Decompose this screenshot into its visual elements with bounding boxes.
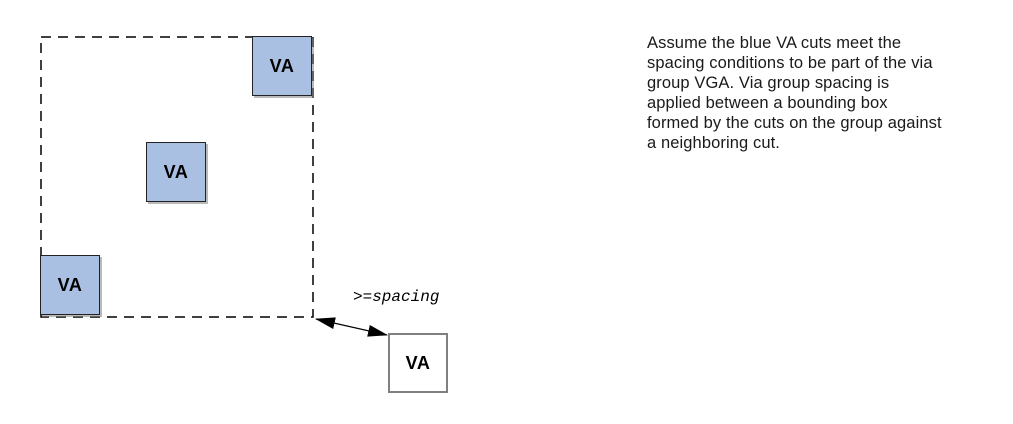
description-line: Assume the blue VA cuts meet the	[647, 34, 902, 52]
group-cut-label: VA	[163, 161, 189, 182]
group-cut-label: VA	[57, 274, 83, 295]
description-line: applied between a bounding box	[647, 94, 888, 112]
description-line: a neighboring cut.	[647, 134, 780, 152]
neighbor-cut-label: VA	[405, 352, 431, 373]
group-cut-bottom-left: VA	[40, 255, 100, 315]
description-line: group VGA. Via group spacing is	[647, 74, 890, 92]
spacing-arrow	[315, 317, 388, 337]
group-cut-label: VA	[269, 55, 295, 76]
description-paragraph: Assume the blue VA cuts meet the spacing…	[647, 33, 1013, 153]
via-group-bounding-box	[40, 36, 314, 318]
spacing-constraint-label: >=spacing	[353, 288, 440, 306]
description-line: formed by the cuts on the group against	[647, 114, 942, 132]
group-cut-top-right: VA	[252, 36, 312, 96]
group-cut-middle: VA	[146, 142, 206, 202]
description-line: spacing conditions to be part of the via	[647, 54, 933, 72]
neighbor-cut: VA	[388, 333, 448, 393]
